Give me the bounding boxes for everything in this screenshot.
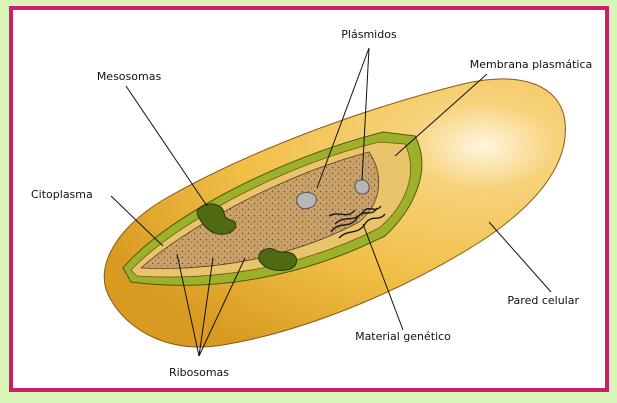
- label-ribosomas: Ribosomas: [169, 366, 229, 379]
- leader-mesosomas: [126, 86, 207, 206]
- label-membrana-plasmatica: Membrana plasmática: [470, 58, 593, 71]
- label-material-genetico: Material genético: [355, 330, 451, 343]
- label-plasmidos: Plásmidos: [341, 28, 397, 41]
- label-citoplasma: Citoplasma: [31, 188, 93, 201]
- plasmid-left: [297, 192, 317, 208]
- label-mesosomas: Mesosomas: [97, 70, 162, 83]
- leader-pared: [489, 222, 551, 292]
- plasmid-right: [355, 180, 369, 194]
- label-pared-celular: Pared celular: [507, 294, 579, 307]
- diagram-frame: Plásmidos Mesosomas Membrana plasmática …: [9, 6, 609, 392]
- bacterial-cell-diagram: Plásmidos Mesosomas Membrana plasmática …: [13, 10, 605, 388]
